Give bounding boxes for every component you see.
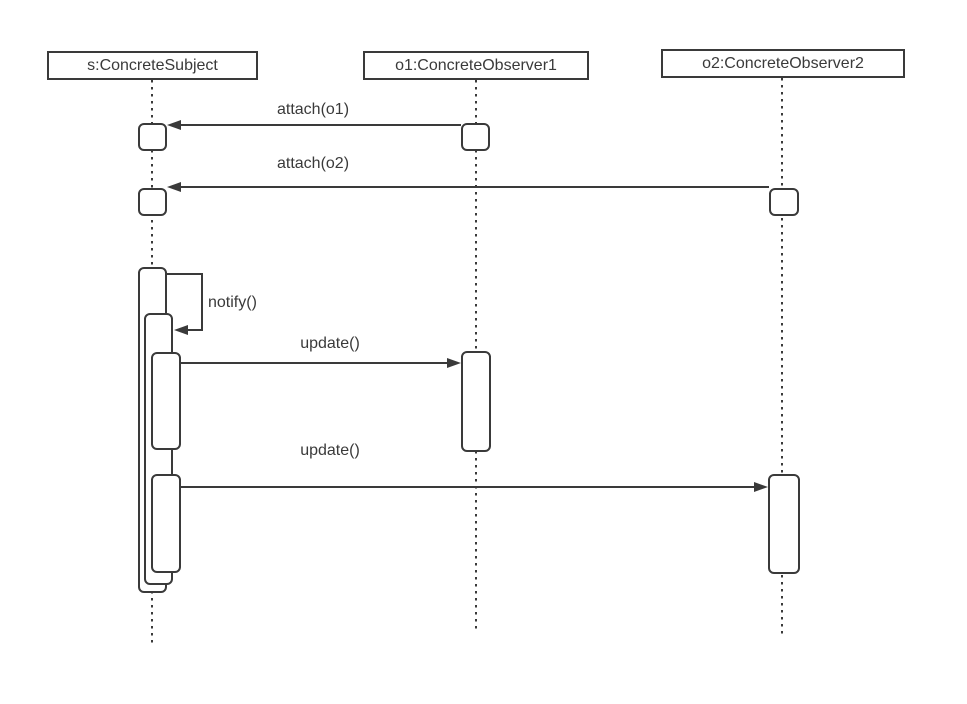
- message-line-attach-o2: [180, 186, 769, 188]
- arrowhead-left-icon: [167, 120, 181, 130]
- lifeline-label-o1: o1:ConcreteObserver1: [395, 56, 557, 74]
- lifeline-header-o2: o2:ConcreteObserver2: [661, 49, 905, 78]
- self-message-top-line: [167, 273, 203, 275]
- message-line-update-o2: [181, 486, 754, 488]
- lifeline-header-o1: o1:ConcreteObserver1: [363, 51, 589, 80]
- message-line-attach-o1: [180, 124, 461, 126]
- activation-s-attach2: [138, 188, 167, 216]
- lifeline-o2: [781, 78, 783, 635]
- lifeline-label-s: s:ConcreteSubject: [87, 56, 218, 74]
- arrowhead-left-icon: [167, 182, 181, 192]
- self-message-bottom-line: [187, 329, 203, 331]
- activation-s-update-o2: [151, 474, 181, 573]
- message-label-update-o1: update(): [300, 335, 360, 352]
- activation-o1-update: [461, 351, 491, 452]
- self-message-right-line: [201, 273, 203, 331]
- message-label-notify: notify(): [208, 294, 257, 311]
- message-label-attach-o1: attach(o1): [276, 101, 350, 118]
- activation-o2-attach2: [769, 188, 799, 216]
- activation-s-update-o1: [151, 352, 181, 450]
- message-label-update-o2: update(): [300, 442, 360, 459]
- message-line-update-o1: [181, 362, 448, 364]
- activation-s-attach1: [138, 123, 167, 151]
- arrowhead-left-icon: [174, 325, 188, 335]
- activation-o2-update: [768, 474, 800, 574]
- lifeline-label-o2: o2:ConcreteObserver2: [702, 54, 864, 72]
- activation-o1-attach1: [461, 123, 490, 151]
- lifeline-header-s: s:ConcreteSubject: [47, 51, 258, 80]
- arrowhead-right-icon: [754, 482, 768, 492]
- arrowhead-right-icon: [447, 358, 461, 368]
- message-label-attach-o2: attach(o2): [276, 155, 350, 172]
